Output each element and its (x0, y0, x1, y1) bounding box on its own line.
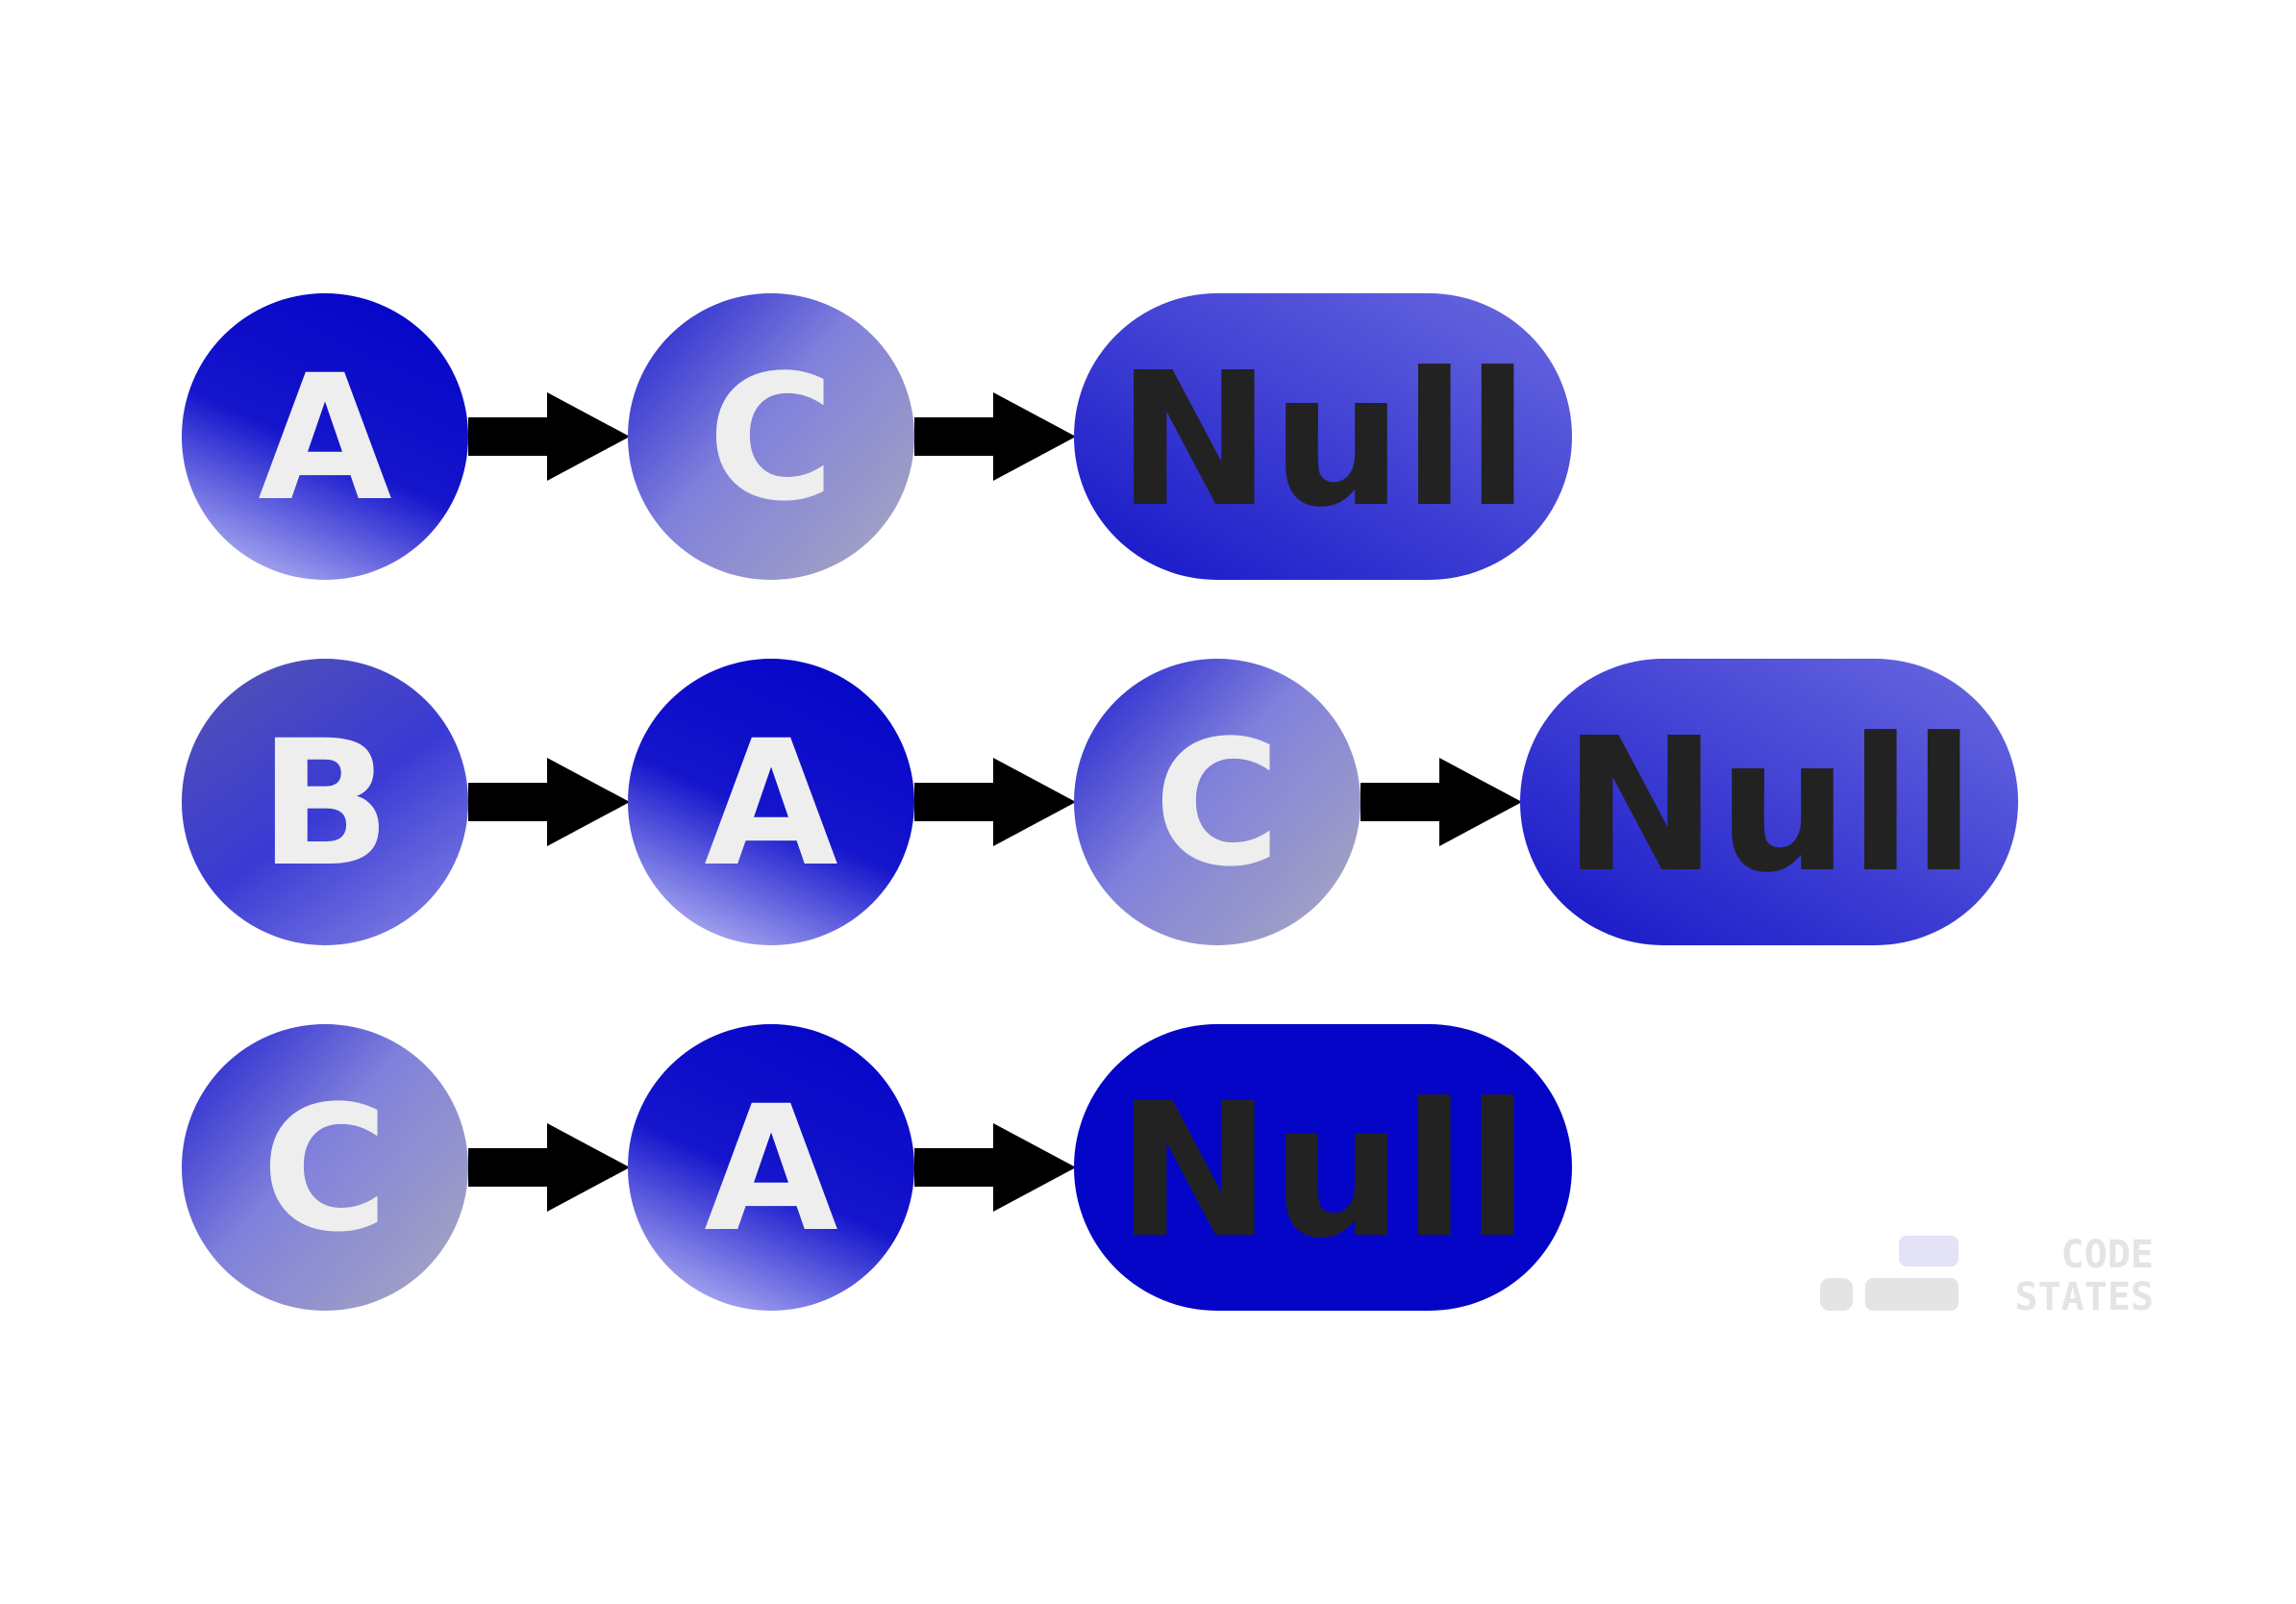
code-states-logo: CODE STATES (1820, 1233, 2154, 1319)
pointer-arrow (468, 1123, 630, 1212)
arrow-shaft (468, 1148, 547, 1187)
arrow-shaft (914, 1148, 993, 1187)
pointer-arrow (468, 392, 630, 481)
arrow-shaft (468, 783, 547, 821)
logo-accent-pill (1899, 1236, 1959, 1266)
pointer-arrow (914, 392, 1076, 481)
list-node: C (1074, 659, 1360, 945)
node-label: C (262, 1069, 388, 1270)
node-circle (182, 293, 468, 580)
logo-dot (1820, 1278, 1853, 1311)
arrow-head (1439, 758, 1522, 846)
arrow-head (993, 758, 1076, 846)
node-label: B (259, 704, 390, 905)
arrow-head (547, 392, 630, 481)
node-circle (1074, 659, 1360, 945)
logo-line-1: CODE (2061, 1233, 2154, 1277)
null-node-shape (1520, 659, 2018, 945)
null-node-label: Null (1117, 334, 1530, 548)
null-node-label: Null (1117, 1065, 1530, 1279)
arrow-head (547, 758, 630, 846)
null-node-shape (1074, 1024, 1572, 1311)
list-node: B (182, 659, 468, 945)
node-label: A (704, 1069, 837, 1270)
logo-line-2: STATES (2015, 1275, 2155, 1319)
arrow-head (993, 1123, 1076, 1212)
node-label: C (1154, 704, 1281, 905)
list-node: A (182, 293, 468, 580)
null-node: Null (1074, 293, 1572, 580)
arrow-shaft (914, 417, 993, 456)
arrow-shaft (468, 417, 547, 456)
node-circle (628, 659, 914, 945)
arrow-head (993, 392, 1076, 481)
pointer-arrow (468, 758, 630, 846)
pointer-arrow (1360, 758, 1522, 846)
pointer-arrow (914, 758, 1076, 846)
node-circle (182, 659, 468, 945)
null-node-label: Null (1563, 699, 1976, 914)
pointer-arrow (914, 1123, 1076, 1212)
list-node: C (182, 1024, 468, 1311)
arrow-shaft (1360, 783, 1439, 821)
node-circle (182, 1024, 468, 1311)
null-node: Null (1074, 1024, 1572, 1311)
logo-bar (1865, 1278, 1959, 1311)
list-node: C (628, 293, 914, 580)
list-node: A (628, 659, 914, 945)
null-node: Null (1520, 659, 2018, 945)
node-label: C (708, 338, 835, 539)
connectors (468, 392, 1522, 1212)
arrow-shaft (914, 783, 993, 821)
node-label: A (258, 338, 391, 539)
list-node: A (628, 1024, 914, 1311)
null-node-shape (1074, 293, 1572, 580)
arrow-head (547, 1123, 630, 1212)
node-circle (628, 293, 914, 580)
node-label: A (704, 704, 837, 905)
node-circle (628, 1024, 914, 1311)
